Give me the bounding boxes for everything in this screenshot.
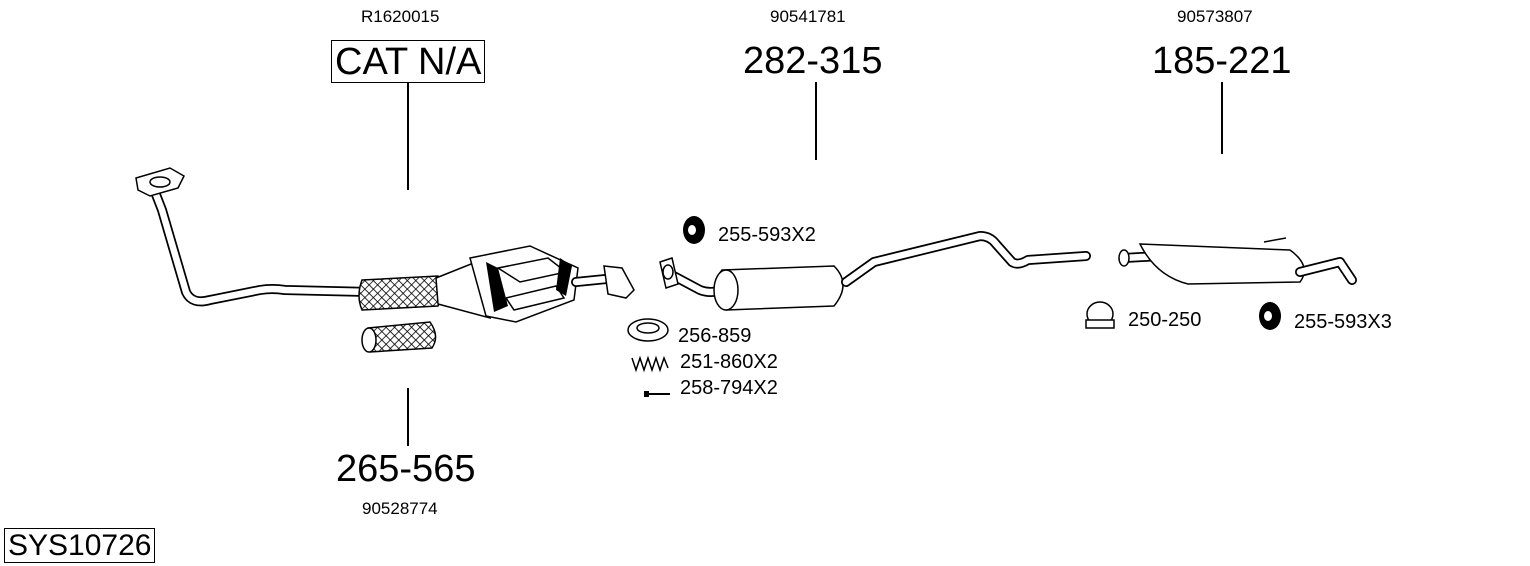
label-gasket[interactable]: 256-859 (678, 325, 752, 347)
rear-silencer-assembly (1118, 237, 1357, 285)
part-number-front-pipe[interactable]: 265-565 (336, 448, 476, 490)
hanger-rear-icon (1259, 302, 1281, 330)
oe-number-middle-silencer: 90541781 (770, 7, 846, 26)
rear-silencer (1138, 243, 1305, 285)
spring-icon (631, 355, 669, 373)
gasket-icon (627, 318, 669, 342)
label-clamp[interactable]: 250-250 (1128, 309, 1202, 331)
oe-number-cat: R1620015 (361, 7, 440, 26)
clamp-icon (1085, 301, 1115, 329)
oe-number-front-pipe: 90528774 (362, 499, 438, 518)
part-number-rear-silencer[interactable]: 185-221 (1152, 40, 1292, 82)
label-hanger-rear[interactable]: 255-593X3 (1294, 311, 1392, 333)
hanger-mid-icon (683, 216, 705, 244)
label-spring[interactable]: 251-860X2 (680, 351, 778, 373)
system-id: SYS10726 (4, 528, 156, 563)
label-hanger-mid[interactable]: 255-593X2 (718, 224, 816, 246)
oe-number-rear-silencer: 90573807 (1177, 7, 1253, 26)
bolt-icon (644, 391, 670, 397)
part-number-cat[interactable]: CAT N/A (331, 40, 486, 83)
middle-silencer-assembly (659, 231, 1091, 311)
front-pipe-assembly (135, 167, 635, 323)
part-number-middle-silencer[interactable]: 282-315 (743, 40, 883, 82)
flex-section (358, 275, 443, 311)
front-pipe-flex (361, 321, 437, 353)
label-bolt[interactable]: 258-794X2 (680, 377, 778, 399)
